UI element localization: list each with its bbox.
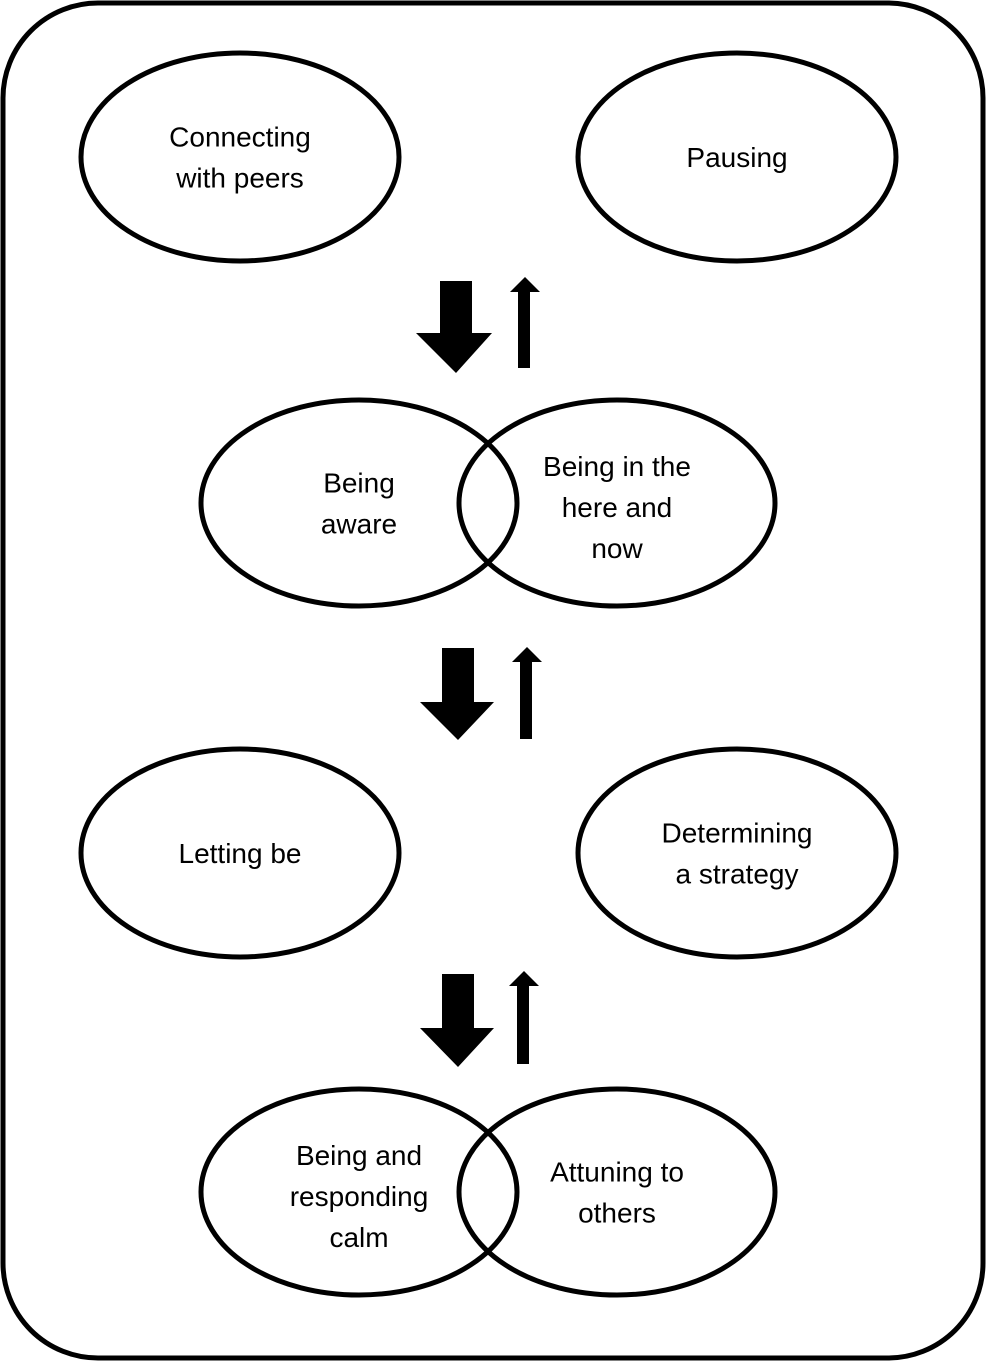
- label-line: a strategy: [676, 859, 799, 890]
- node-being-aware-label: Being aware: [321, 468, 397, 540]
- label-line: Being and: [296, 1140, 422, 1171]
- node-attuning-to-others: Attuning to others: [456, 1086, 778, 1298]
- label-line: with peers: [175, 163, 304, 194]
- node-pausing: Pausing: [575, 50, 899, 264]
- label-line: now: [591, 533, 643, 564]
- label-line: responding: [290, 1181, 429, 1212]
- node-connecting-with-peers-label: Connecting with peers: [169, 122, 311, 194]
- node-letting-be: Letting be: [78, 746, 402, 960]
- connector-level1-level2: [416, 277, 540, 373]
- node-being-and-responding-calm: Being and responding calm: [198, 1086, 520, 1298]
- node-being-and-responding-calm-label: Being and responding calm: [290, 1140, 429, 1253]
- node-letting-be-label: Letting be: [179, 838, 302, 869]
- label-line: here and: [562, 492, 673, 523]
- thin-up-arrow: [510, 277, 540, 368]
- node-pausing-label: Pausing: [686, 142, 787, 173]
- node-being-in-the-here-and-now-label: Being in the here and now: [543, 451, 691, 564]
- thick-down-arrow: [420, 648, 494, 740]
- label-line: Being: [323, 468, 395, 499]
- node-attuning-to-others-ellipse: [456, 1086, 778, 1298]
- node-connecting-with-peers-ellipse: [78, 50, 402, 264]
- node-determining-a-strategy-label: Determining a strategy: [662, 818, 813, 890]
- thin-up-arrow: [512, 647, 542, 739]
- node-being-in-the-here-and-now-ellipse: [456, 397, 778, 609]
- node-pausing-ellipse: [575, 50, 899, 264]
- label-line: Being in the: [543, 451, 691, 482]
- label-line: Attuning to: [550, 1157, 684, 1188]
- label-line: calm: [329, 1222, 388, 1253]
- node-connecting-with-peers: Connecting with peers: [78, 50, 402, 264]
- label-line: aware: [321, 509, 397, 540]
- connector-level3-level4: [420, 971, 539, 1067]
- thin-up-arrow: [509, 971, 539, 1064]
- connector-level2-level3: [420, 647, 542, 740]
- label-line: Pausing: [686, 142, 787, 173]
- node-attuning-to-others-label: Attuning to others: [550, 1157, 684, 1229]
- thick-down-arrow: [416, 281, 492, 373]
- node-letting-be-ellipse: [78, 746, 402, 960]
- node-being-and-responding-calm-ellipse: [198, 1086, 520, 1298]
- node-determining-a-strategy: Determining a strategy: [575, 746, 899, 960]
- node-being-in-the-here-and-now: Being in the here and now: [456, 397, 778, 609]
- label-line: others: [578, 1198, 656, 1229]
- label-line: Determining: [662, 818, 813, 849]
- thick-down-arrow: [420, 974, 494, 1067]
- node-determining-a-strategy-ellipse: [575, 746, 899, 960]
- node-being-aware: Being aware: [198, 397, 520, 609]
- node-being-aware-ellipse: [198, 397, 520, 609]
- label-line: Connecting: [169, 122, 311, 153]
- label-line: Letting be: [179, 838, 302, 869]
